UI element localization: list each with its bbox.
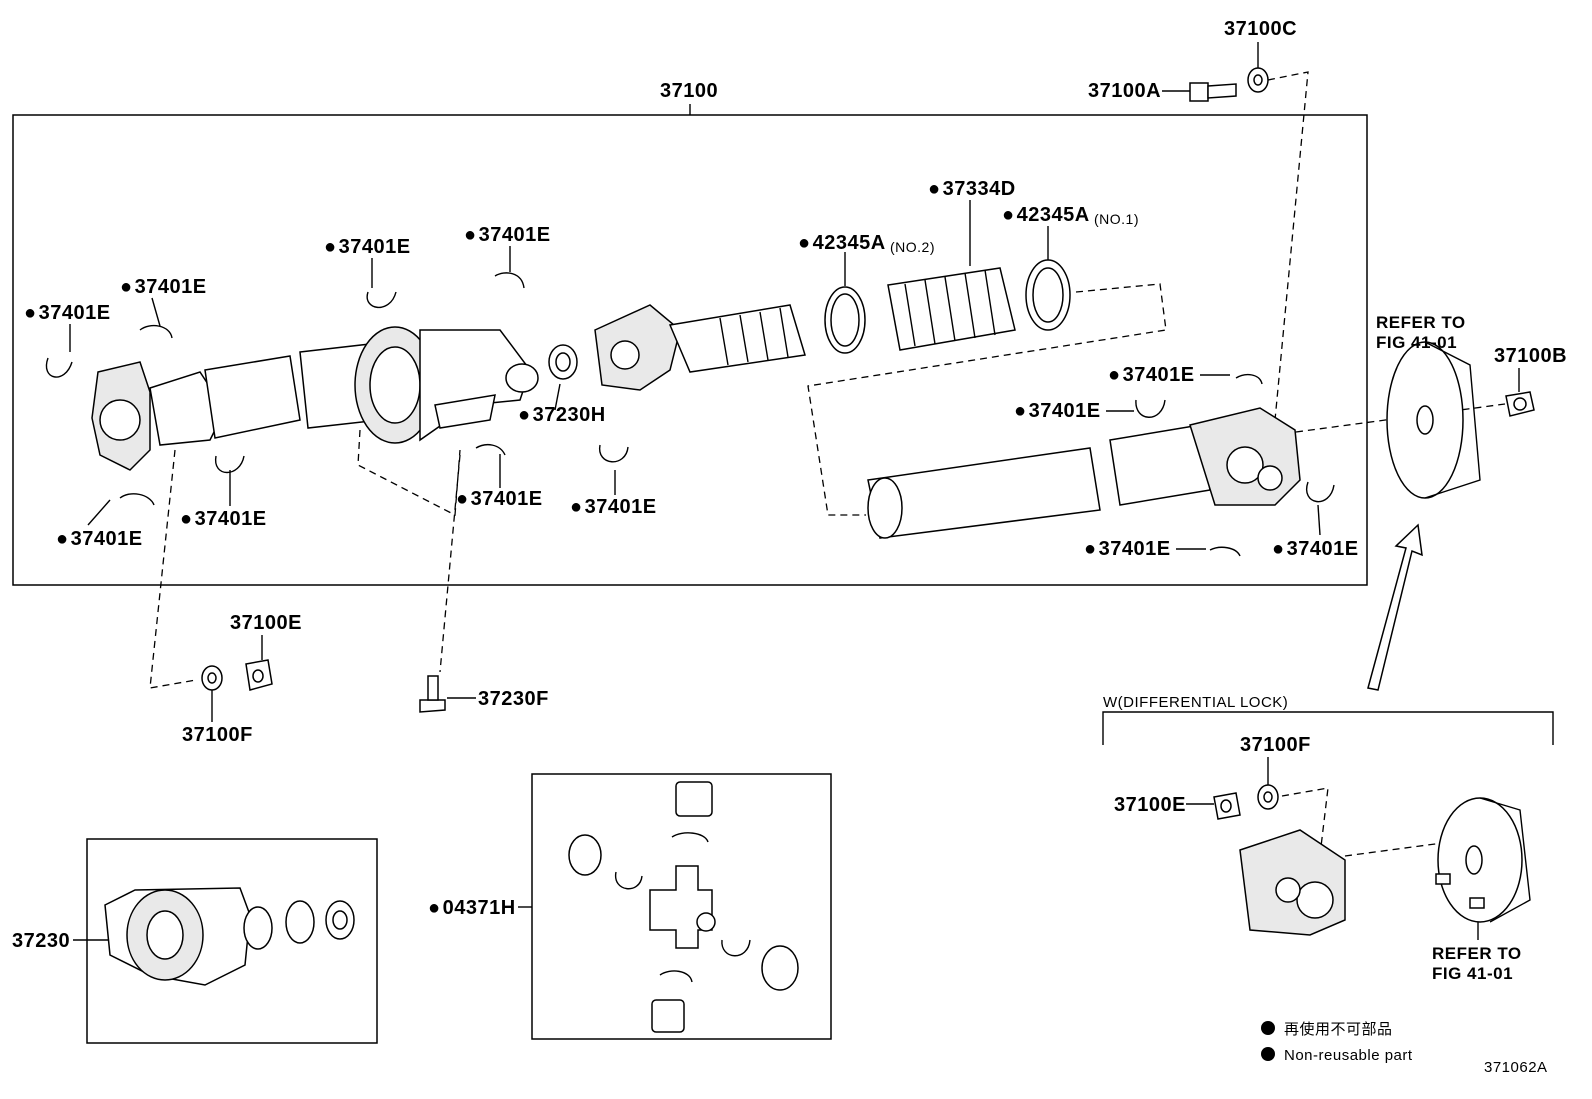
front-shaft-tube xyxy=(204,343,381,439)
label-42345A-no1-note: (NO.1) xyxy=(1094,211,1139,227)
legend-en: Non-reusable part xyxy=(1284,1047,1413,1064)
label-37230H[interactable]: 37230H xyxy=(518,404,606,426)
label-37100E[interactable]: 37100E xyxy=(230,612,302,634)
label-37100F[interactable]: 37100F xyxy=(182,724,253,746)
diff-lock-detail xyxy=(1213,784,1531,936)
label-37401E[interactable]: 37401E xyxy=(56,528,143,550)
label-37100A[interactable]: 37100A xyxy=(1088,80,1162,102)
refer-to-label: REFER TO xyxy=(1432,944,1522,963)
label-42345A-no2[interactable]: 42345A xyxy=(798,232,886,254)
label-37401E[interactable]: 37401E xyxy=(464,224,551,246)
legend-dot-jp xyxy=(1261,1021,1275,1035)
label-37401E[interactable]: 37401E xyxy=(24,302,111,324)
nut-37100B xyxy=(1505,391,1535,417)
label-37401E[interactable]: 37401E xyxy=(324,236,411,258)
label-37401E[interactable]: 37401E xyxy=(1108,364,1195,386)
label-37401E[interactable]: 37401E xyxy=(180,508,267,530)
snap-rings xyxy=(45,272,1335,557)
label-37100B[interactable]: 37100B xyxy=(1494,345,1568,367)
spider-kit-detail xyxy=(568,781,799,1033)
refer-to-label: REFER TO xyxy=(1376,313,1466,332)
center-bearing-detail xyxy=(104,887,355,986)
differential-flange xyxy=(1386,341,1481,499)
fig-ref-label[interactable]: FIG 41-01 xyxy=(1376,333,1458,352)
label-37100C[interactable]: 37100C xyxy=(1224,18,1298,40)
label-37401E[interactable]: 37401E xyxy=(120,276,207,298)
bolt-37100A xyxy=(1189,82,1237,102)
nut-washer-set xyxy=(201,659,273,691)
label-42345A-no2-note: (NO.2) xyxy=(890,239,935,255)
label-37401E[interactable]: 37401E xyxy=(1014,400,1101,422)
label-37230[interactable]: 37230 xyxy=(12,930,71,952)
label-37401E[interactable]: 37401E xyxy=(1084,538,1171,560)
legend-jp: 再使用不可部品 xyxy=(1284,1021,1393,1038)
label-37230F[interactable]: 37230F xyxy=(478,688,549,710)
differential-lock-bracket xyxy=(1102,711,1554,745)
label-37100[interactable]: 37100 xyxy=(660,80,719,102)
front-flange-yoke xyxy=(91,361,226,471)
center-bearing-support xyxy=(354,326,539,444)
label-42345A-no1[interactable]: 42345A xyxy=(1002,204,1090,226)
label-04371H[interactable]: 04371H xyxy=(428,897,516,919)
leader-lines xyxy=(69,42,1520,941)
center-bearing-box xyxy=(86,838,378,1044)
boot-clamps-and-boot xyxy=(824,259,1071,354)
label-37401E[interactable]: 37401E xyxy=(1272,538,1359,560)
label-37100E[interactable]: 37100E xyxy=(1114,794,1186,816)
legend-dot-en xyxy=(1261,1047,1275,1061)
rear-flange-yoke xyxy=(1189,407,1301,506)
rubber-cushion-37230H xyxy=(548,344,578,380)
label-37100F[interactable]: 37100F xyxy=(1240,734,1311,756)
label-37401E[interactable]: 37401E xyxy=(456,488,543,510)
label-37401E[interactable]: 37401E xyxy=(570,496,657,518)
slip-yoke-spline xyxy=(594,304,806,391)
arrow-to-flange xyxy=(1367,523,1423,691)
bolt-37230F xyxy=(419,675,446,713)
fig-ref-label[interactable]: FIG 41-01 xyxy=(1432,964,1514,983)
washer-37100C xyxy=(1247,67,1269,93)
figure-number: 371062A xyxy=(1484,1059,1548,1076)
condition-label: W(DIFFERENTIAL LOCK) xyxy=(1103,694,1289,711)
label-37334D[interactable]: 37334D xyxy=(928,178,1016,200)
rear-shaft-tube xyxy=(867,424,1211,539)
